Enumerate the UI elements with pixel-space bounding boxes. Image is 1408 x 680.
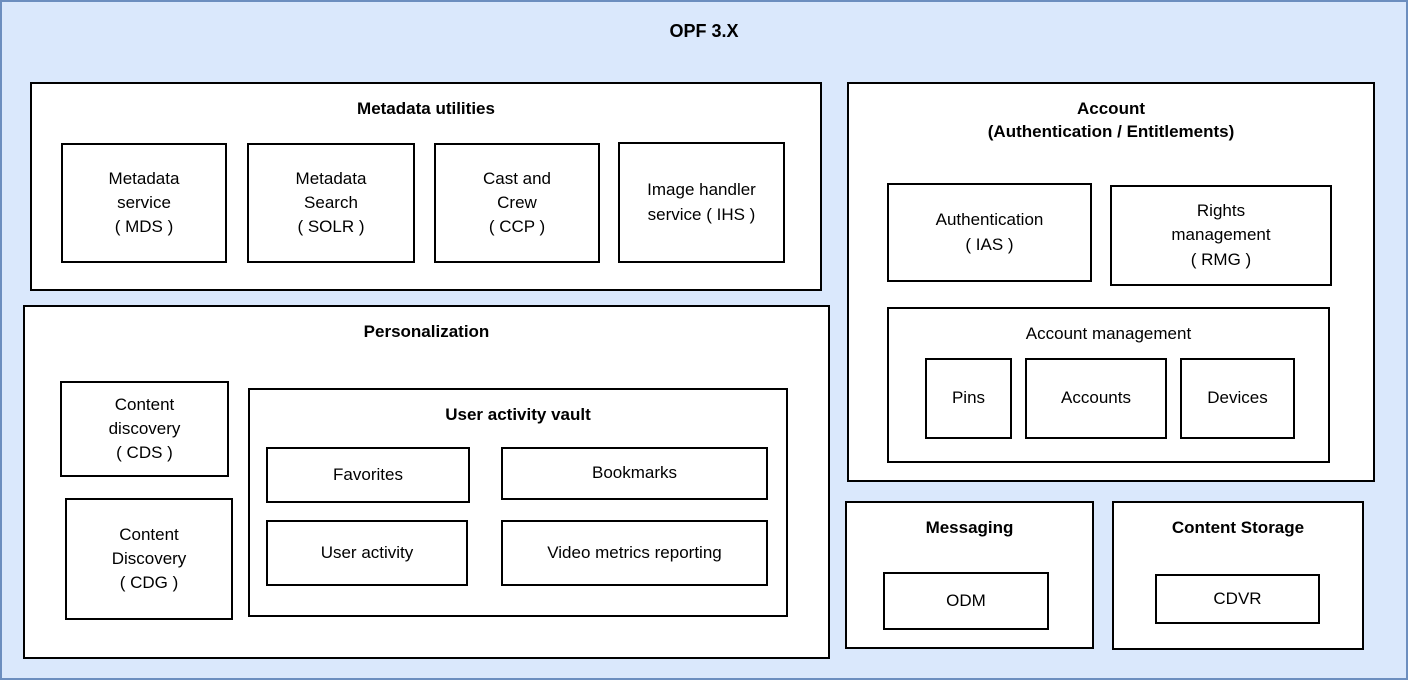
section-messaging-title: Messaging [925, 518, 1014, 537]
box-image-handler-service-ihs: Image handler service ( IHS ) [618, 142, 785, 263]
section-personalization-title: Personalization [363, 322, 490, 341]
box-devices: Devices [1180, 358, 1295, 439]
box-rights-management-rmg: Rights management ( RMG ) [1110, 185, 1332, 286]
box-bookmarks: Bookmarks [501, 447, 768, 500]
group-account-management-title: Account management [1025, 324, 1192, 343]
box-cdvr: CDVR [1155, 574, 1320, 624]
box-cast-and-crew-ccp: Cast and Crew ( CCP ) [434, 143, 600, 263]
diagram-title: OPF 3.X [669, 21, 739, 41]
box-user-activity: User activity [266, 520, 468, 586]
box-metadata-service-mds: Metadata service ( MDS ) [61, 143, 227, 263]
box-favorites: Favorites [266, 447, 470, 503]
box-authentication-ias: Authentication ( IAS ) [887, 183, 1092, 282]
box-content-discovery-cds: Content discovery ( CDS ) [60, 381, 229, 477]
box-video-metrics-reporting: Video metrics reporting [501, 520, 768, 586]
section-content-storage-title: Content Storage [1171, 518, 1305, 537]
box-accounts: Accounts [1025, 358, 1167, 439]
box-metadata-search-solr: Metadata Search ( SOLR ) [247, 143, 415, 263]
group-user-activity-vault-title: User activity vault [445, 405, 591, 424]
section-metadata-utilities-title: Metadata utilities [357, 99, 495, 118]
box-content-discovery-cdg: Content Discovery ( CDG ) [65, 498, 233, 620]
box-pins: Pins [925, 358, 1012, 439]
section-account-title: Account (Authentication / Entitlements) [987, 99, 1235, 141]
box-odm: ODM [883, 572, 1049, 630]
